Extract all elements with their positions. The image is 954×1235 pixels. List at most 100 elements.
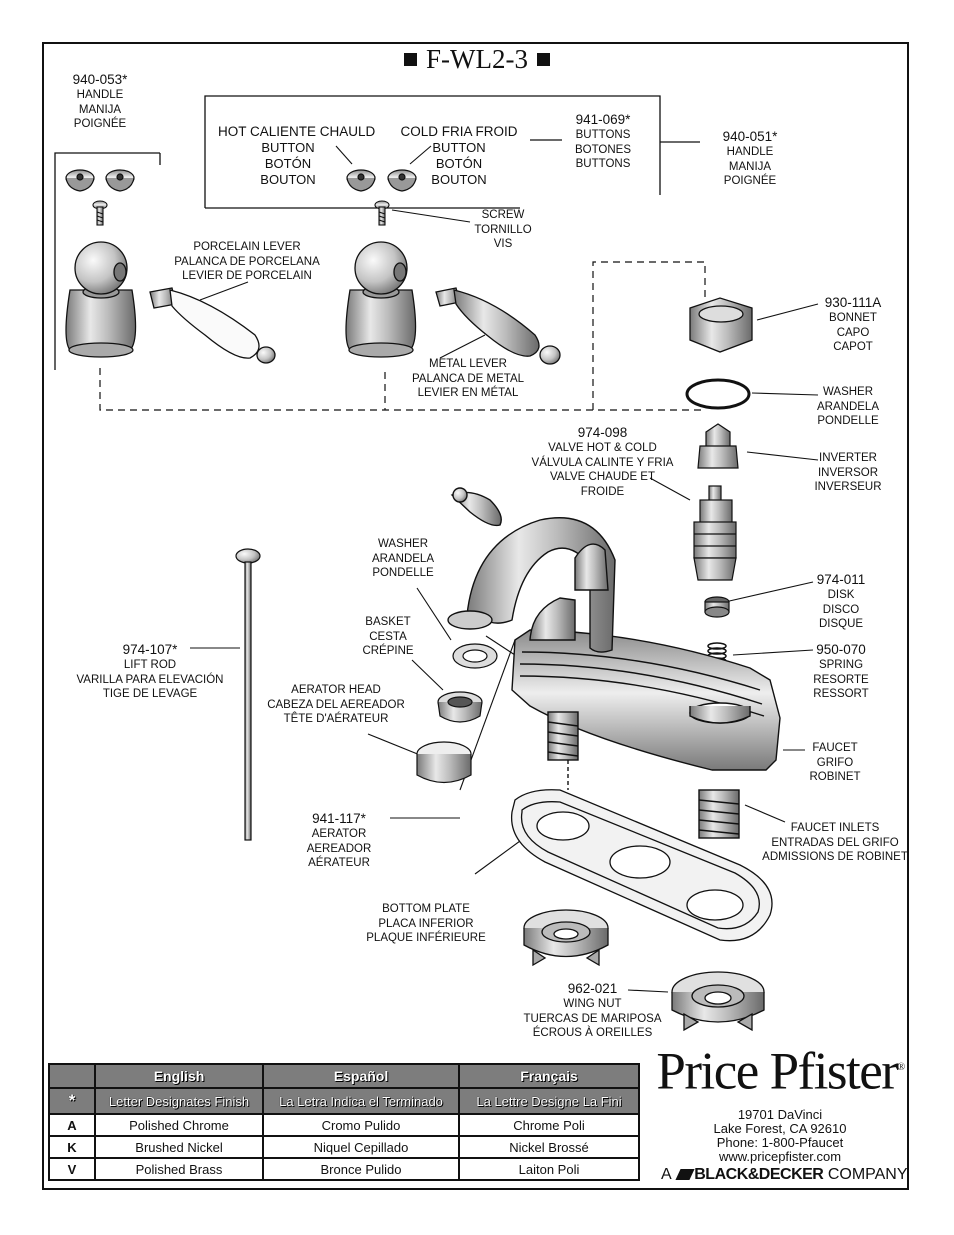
part-name: PORCELAIN LEVER — [193, 241, 301, 253]
part-name: PLACA INFERIOR — [378, 917, 474, 930]
part-name: DISCO — [822, 603, 860, 616]
header-english: English — [94, 1063, 264, 1089]
finish-francais: Laiton Poli — [458, 1157, 640, 1181]
part-name: LIFT ROD — [123, 659, 177, 671]
part-name: HOT CALIENTE CHAULD — [218, 124, 376, 139]
bottom-plate — [510, 789, 773, 942]
finish-code: K — [48, 1135, 96, 1159]
part-name: ARANDELA — [372, 552, 434, 565]
model-number: F-WL2-3 — [426, 44, 528, 74]
aerator-basket — [437, 691, 483, 723]
part-name: RESSORT — [813, 688, 869, 701]
valve-cartridge — [693, 485, 737, 581]
finish-row: K Brushed Nickel Niquel Cepillado Nickel… — [48, 1135, 640, 1159]
part-name: BUTTONS — [575, 158, 631, 171]
part-name: ARANDELA — [817, 400, 879, 413]
finish-english: Brushed Nickel — [94, 1135, 264, 1159]
trademark-symbol: ® — [897, 1062, 905, 1073]
finish-espanol: Niquel Cepillado — [262, 1135, 460, 1159]
part-name: HANDLE — [726, 146, 774, 158]
part-name: TORNILLO — [474, 223, 532, 236]
part-name: BUTTON — [432, 140, 486, 155]
part-name: BOTTOM PLATE — [382, 903, 470, 915]
finish-english: Polished Brass — [94, 1157, 264, 1181]
porcelain-lever — [149, 287, 276, 364]
part-name: PLAQUE INFÉRIEURE — [366, 932, 486, 945]
part-name: MANIJA — [78, 103, 122, 116]
finish-english: Polished Chrome — [94, 1113, 264, 1137]
button-caps — [65, 169, 417, 192]
part-name: AEREADOR — [306, 842, 372, 855]
part-name: FAUCET — [812, 742, 858, 754]
finish-table: English Español Français * Letter Design… — [48, 1063, 640, 1181]
disk — [704, 596, 730, 618]
part-number: 962-021 — [567, 981, 618, 996]
finish-espanol: Cromo Pulido — [262, 1113, 460, 1137]
part-name: WASHER — [822, 386, 874, 398]
address-line: Lake Forest, CA 92610 — [713, 1120, 847, 1136]
legend-english: Letter Designates Finish — [94, 1087, 264, 1115]
part-number: 941-069* — [575, 112, 631, 127]
finish-legend-row: * Letter Designates Finish La Letra Indi… — [48, 1087, 640, 1115]
part-name: PONDELLE — [817, 415, 879, 428]
part-name: TÊTE D'AÉRATEUR — [283, 713, 389, 726]
square-bullet-icon — [536, 53, 550, 66]
square-bullet-icon — [404, 53, 417, 66]
asterisk-symbol: * — [48, 1087, 96, 1115]
company-brand: BLACK&DECKER — [694, 1166, 824, 1183]
part-number: 940-053* — [72, 72, 128, 87]
part-name: AÉRATEUR — [308, 857, 370, 870]
part-name: FROIDE — [580, 485, 625, 498]
part-label-washer-aerator: WASHER ARANDELA PONDELLE — [358, 537, 448, 581]
part-name: HANDLE — [76, 89, 124, 101]
part-name: DISQUE — [818, 618, 864, 631]
part-name: BOTÓN — [435, 156, 483, 171]
part-name: BOTONES — [574, 143, 632, 156]
part-name: WASHER — [377, 538, 429, 550]
finish-table-header: English Español Français — [48, 1063, 640, 1089]
wing-nut-right — [671, 971, 765, 1032]
faucet-body — [447, 487, 781, 839]
part-name: SPRING — [818, 659, 864, 671]
part-name: BUTTONS — [575, 129, 631, 141]
part-label-washer-top: WASHER ARANDELA PONDELLE — [803, 385, 893, 429]
part-name: BUTTON — [261, 140, 315, 155]
part-name: CAPOT — [833, 341, 873, 354]
part-name: CAPO — [836, 326, 870, 339]
leader-lines — [190, 145, 819, 993]
legend-espanol: La Letra Indica el Terminado — [262, 1087, 460, 1115]
part-name: GRIFO — [816, 756, 854, 769]
part-name: PALANCA DE METAL — [411, 372, 525, 385]
part-number: 974-011 — [816, 572, 866, 587]
part-name: PONDELLE — [372, 567, 434, 580]
bracket-lines — [54, 95, 700, 370]
part-name: ADMISSIONS DE ROBINET — [762, 851, 908, 864]
part-name: RESORTE — [813, 673, 869, 686]
part-name: VÁLVULA CALINTE Y FRIA — [531, 456, 674, 469]
part-label-buttons: 941-069* BUTTONS BOTONES BUTTONS — [553, 112, 653, 172]
part-name: BOTÓN — [264, 156, 312, 171]
legend-francais: La Lettre Designe La Fini — [458, 1087, 640, 1115]
part-name: TUERCAS DE MARIPOSA — [523, 1012, 662, 1025]
address-line: 19701 DaVinci — [737, 1106, 823, 1122]
inverter — [697, 423, 739, 469]
website-line[interactable]: www.pricepfister.com — [718, 1148, 842, 1164]
part-name: CRÉPINE — [362, 645, 414, 658]
part-name: WING NUT — [563, 998, 622, 1010]
part-name: CESTA — [369, 630, 407, 643]
part-name: SCREW — [481, 209, 525, 221]
page-border — [42, 42, 909, 1190]
washer-o-ring — [685, 378, 751, 410]
part-number: 974-107* — [122, 642, 178, 657]
part-name: TIGE DE LEVAGE — [102, 688, 198, 701]
handle-middle — [345, 241, 417, 358]
company-address: 19701 DaVinci Lake Forest, CA 92610 Phon… — [650, 1106, 910, 1164]
